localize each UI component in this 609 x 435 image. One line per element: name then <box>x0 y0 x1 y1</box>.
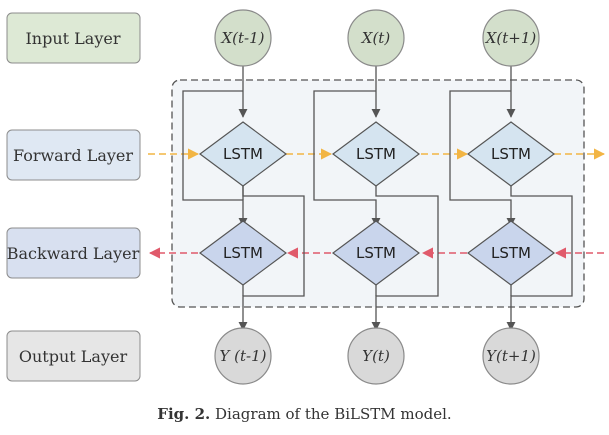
output-layer-box <box>6 330 141 382</box>
forward-lstm-3-label: LSTM <box>491 145 531 163</box>
output-node-2 <box>347 327 405 385</box>
forward-lstm-1 <box>198 121 288 187</box>
input-node-2 <box>347 9 405 67</box>
forward-layer-label: Forward Layer <box>13 146 133 165</box>
input-node-1 <box>214 9 272 67</box>
column-1-connections <box>182 63 305 331</box>
input-node-3 <box>482 9 540 67</box>
output-node-3-label: Y(t+1) <box>486 347 536 365</box>
input-layer-label: Input Layer <box>25 29 120 48</box>
input-node-1-label: X(t-1) <box>220 29 264 47</box>
output-node-3 <box>482 327 540 385</box>
backward-layer-box <box>6 227 141 279</box>
output-node-1 <box>214 327 272 385</box>
output-layer-label: Output Layer <box>19 347 128 366</box>
backward-lstm-2 <box>331 220 421 286</box>
input-layer-box <box>6 12 141 64</box>
output-node-2-label: Y(t) <box>362 347 390 365</box>
column-2-connections <box>313 63 439 331</box>
backward-layer-label: Backward Layer <box>7 244 140 263</box>
figure-caption: Fig. 2. Diagram of the BiLSTM model. <box>0 405 609 423</box>
backward-lstm-1-label: LSTM <box>223 244 263 262</box>
forward-lstm-2-label: LSTM <box>356 145 396 163</box>
forward-layer-box <box>6 129 141 181</box>
caption-label: Fig. 2. <box>157 405 211 423</box>
backward-lstm-2-label: LSTM <box>356 244 396 262</box>
backward-lstm-3-label: LSTM <box>491 244 531 262</box>
input-node-3-label: X(t+1) <box>485 29 537 47</box>
column-3-connections <box>449 63 573 331</box>
input-node-2-label: X(t) <box>361 29 391 47</box>
backward-lstm-1 <box>198 220 288 286</box>
forward-lstm-2 <box>331 121 421 187</box>
backward-lstm-3 <box>466 220 556 286</box>
caption-text: Diagram of the BiLSTM model. <box>215 405 452 423</box>
forward-lstm-3 <box>466 121 556 187</box>
output-node-1-label: Y (t-1) <box>219 347 266 365</box>
forward-lstm-1-label: LSTM <box>223 145 263 163</box>
